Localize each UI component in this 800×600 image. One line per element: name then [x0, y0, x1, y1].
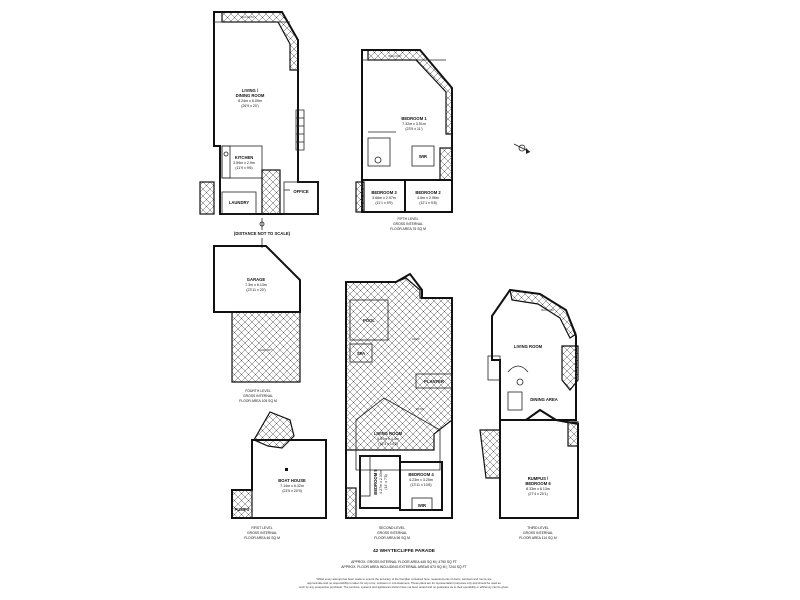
- patio-label: PATIO: [416, 407, 425, 411]
- planter-label: PLANTER: [424, 379, 444, 384]
- bedroom-2-dim-ft: (12'1 x 9'8): [419, 201, 437, 205]
- garage-label: GARAGE: [247, 277, 266, 282]
- second-outline: [345, 272, 453, 519]
- pumps-label: PUMPS: [235, 507, 250, 512]
- gross-area-summary: APPROX. GROSS INTERNAL FLOOR AREA 445 SQ…: [351, 560, 457, 564]
- fourth-level-title: FOURTH LEVEL: [245, 389, 271, 393]
- pool-label: POOL: [363, 318, 375, 323]
- bedroom-5-label: BEDROOM 5: [373, 469, 378, 495]
- fourth-level-plan: GARAGE 7.3m x 6.13m (23'11 x 20') CARPOR…: [213, 245, 301, 403]
- second-level-area: FLOOR AREA 56 SQ M: [374, 536, 410, 540]
- dining-area-label: DINING AREA: [530, 397, 558, 402]
- bedroom-3-dim-ft: (11'1 x 9'9): [375, 201, 392, 205]
- office-label: OFFICE: [293, 189, 309, 194]
- disclaimer-line-1: Whilst every attempt has been made to en…: [316, 577, 491, 581]
- bedroom-5-dim-ft: (14' x 7'8): [384, 474, 388, 490]
- second-level-plan: POOL SPA DECK PLANTER PATIO LIVING ROOM …: [345, 272, 453, 540]
- third-balcony-hatch: [509, 289, 577, 339]
- disclaimer-line-2: approximate and no responsibility is tak…: [307, 581, 501, 585]
- spa-label: SPA: [357, 351, 365, 356]
- living-room-label-2: DINING ROOM: [236, 93, 265, 98]
- living-room-2-dim: 5.57m x 4.4m: [377, 437, 399, 441]
- compass-icon: [513, 143, 531, 154]
- bedroom-1-label: BEDROOM 1: [401, 116, 427, 121]
- garage-dim: 7.3m x 6.13m: [245, 283, 267, 287]
- bedroom-1-dim: 7.32m x 3.51m: [402, 122, 426, 126]
- living-level-plan: BALCONY LIVING / DINING ROOM 8.24m x 6.0…: [199, 11, 319, 248]
- second-level-title: SECOND LEVEL: [379, 526, 405, 530]
- third-balcony-label: BALCONY: [541, 308, 555, 312]
- bedroom-4-dim: 4.23m x 3.25m: [409, 478, 433, 482]
- disclaimer-line-3: such by any prospective purchaser. The s…: [299, 585, 509, 589]
- fifth-balcony-label: BALCONY: [388, 54, 402, 58]
- bedroom-3-dim: 3.66m x 2.97m: [372, 196, 396, 200]
- living-room-2-dim-ft: (18'3 x 14'5): [378, 442, 398, 446]
- kitchen-label: KITCHEN: [235, 155, 254, 160]
- third-level-gross: GROSS INTERNAL: [523, 531, 553, 535]
- deck-label: DECK: [412, 337, 420, 341]
- living-room-dim-ft: (26'9 x 20'): [241, 104, 259, 108]
- bedroom-2-dim: 4.5m x 2.96m: [417, 196, 439, 200]
- boathouse-dim-ft: (23'5 x 20'9): [282, 489, 302, 493]
- wir-label: WIR: [419, 154, 427, 159]
- carport-hatch: [231, 311, 301, 383]
- footer: 42 WHYTECLIFFE PARADE APPROX. GROSS INTE…: [299, 548, 509, 589]
- kitchen-dim: 3.59m x 2.9m: [233, 161, 255, 165]
- rumpus-label: RUMPUS /: [528, 476, 549, 481]
- bedroom-4-dim-ft: (13'11 x 10'8): [410, 483, 431, 487]
- carport-label: CARPORT: [258, 348, 272, 352]
- fourth-level-gross: GROSS INTERNAL: [243, 394, 273, 398]
- bedroom-3-label: BEDROOM 3: [371, 190, 397, 195]
- external-area-summary: APPROX. FLOOR AREA INCLUDING EXTERNAL AR…: [341, 565, 467, 569]
- living-room-2-label: LIVING ROOM: [374, 431, 403, 436]
- rumpus-label-2: BEDROOM 6: [525, 481, 551, 486]
- wir-2-label: WIR: [418, 503, 426, 508]
- fifth-level-area: FLOOR AREA 75 SQ M: [390, 227, 426, 231]
- living-room-label: LIVING /: [242, 88, 259, 93]
- address-title: 42 WHYTECLIFFE PARADE: [373, 548, 436, 554]
- fifth-level-plan: BALCONY BEDROOM 1 7.32m x 3.51m (23'9 x …: [355, 49, 453, 231]
- fifth-level-gross: GROSS INTERNAL: [393, 222, 423, 226]
- kitchen-dim-ft: (11'9 x 9'6): [235, 166, 252, 170]
- garage-outline: [213, 245, 301, 313]
- rumpus-dim: 8.33m x 6.13m: [526, 487, 550, 491]
- bedroom-4-label: BEDROOM 4: [408, 472, 434, 477]
- laundry-label: LAUNDRY: [229, 200, 250, 205]
- bedroom-2-label: BEDROOM 2: [415, 190, 441, 195]
- fifth-level-title: FIFTH LEVEL: [397, 217, 418, 221]
- first-level-title: FIRST LEVEL: [251, 526, 272, 530]
- rumpus-outline: [499, 408, 579, 519]
- distance-note: (DISTANCE NOT TO SCALE): [234, 231, 291, 236]
- first-level-plan: BOAT HOUSE 7.14m x 6.32m (23'5 x 20'9) P…: [231, 411, 327, 540]
- third-level-title: THIRD LEVEL: [527, 526, 549, 530]
- bedroom-1-dim-ft: (23'9 x 11'): [405, 127, 422, 131]
- living-room-dim: 8.24m x 6.09m: [238, 99, 262, 103]
- balcony-hatch: [214, 11, 299, 71]
- first-stair-hatch: [253, 411, 295, 449]
- third-level-area: FLOOR AREA 114 SQ M: [519, 536, 557, 540]
- first-level-area: FLOOR AREA 46 SQ M: [244, 536, 280, 540]
- third-level-plan: BALCONY LIVING ROOM DINING AREA RUMPUS /…: [479, 288, 579, 540]
- second-level-gross: GROSS INTERNAL: [377, 531, 407, 535]
- boathouse-label: BOAT HOUSE: [278, 478, 306, 483]
- living-room-3-label: LIVING ROOM: [514, 344, 543, 349]
- deck-hatch: [345, 277, 453, 451]
- fourth-level-area: FLOOR AREA 105 SQ M: [239, 399, 277, 403]
- balcony-label: BALCONY: [241, 15, 255, 19]
- first-level-gross: GROSS INTERNAL: [247, 531, 277, 535]
- boathouse-dim: 7.14m x 6.32m: [280, 484, 304, 488]
- garage-dim-ft: (23'11 x 20'): [246, 288, 265, 292]
- bedroom-5-dim: 4.27m x 2.33m: [379, 470, 383, 494]
- rumpus-dim-ft: (27'4 x 20'1): [528, 492, 548, 496]
